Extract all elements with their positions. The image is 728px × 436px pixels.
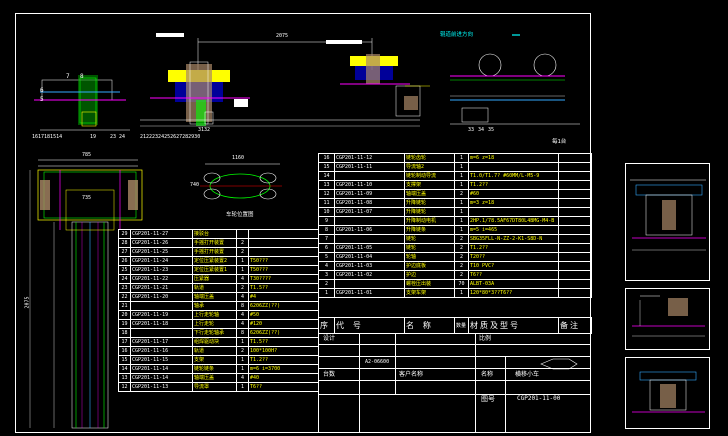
drawing-no-label: 图号 xyxy=(481,395,495,403)
company-label: 客户名称 xyxy=(399,371,424,378)
dim-small-b: 23 24 xyxy=(110,134,126,140)
plan-dim-top: 785 xyxy=(82,152,92,158)
label-35: 35 xyxy=(488,127,495,133)
title-block: 设计 比例 A2-06600 客户名称 名称 横移小车 台数 图号 CGP201… xyxy=(318,333,591,433)
logo-icon xyxy=(540,358,578,370)
dim-total-label: 2075 xyxy=(276,33,289,39)
direction-label: 辊道前进方向 xyxy=(440,32,474,38)
name-value: 横移小车 xyxy=(515,371,540,378)
label-34: 34 xyxy=(478,127,485,133)
label-5: 5 xyxy=(40,96,44,103)
label-8: 8 xyxy=(80,73,84,80)
bottom-labels-1: 1617181514 xyxy=(32,134,63,140)
remark-label: 台数 xyxy=(323,371,336,378)
wheel-caption: 车轮位置图 xyxy=(226,212,254,218)
wheel-dim: 1160 xyxy=(232,155,245,161)
project-label: A2-06600 xyxy=(365,359,390,365)
drawing-no-value: CGP201-11-00 xyxy=(517,395,561,402)
label-6: 6 xyxy=(40,87,44,94)
thumb-frame-2[interactable] xyxy=(625,288,710,350)
name-label: 名称 xyxy=(481,371,494,378)
label-33: 33 xyxy=(468,127,475,133)
title-scale-label: 比例 xyxy=(479,335,492,342)
wheel-dim-side: 740 xyxy=(190,182,200,188)
dim-small-a: 19 xyxy=(90,134,97,140)
bottom-labels-3: 3132 xyxy=(198,127,211,133)
bom-right-cell-remark xyxy=(558,288,592,298)
plan-dim-mid: 735 xyxy=(82,195,92,201)
thumb-frame-3[interactable] xyxy=(625,357,710,429)
scale-note: 每1台 xyxy=(552,139,567,145)
thumb-frame-1[interactable] xyxy=(625,163,710,281)
bottom-labels-2: 21222324252627282930 xyxy=(140,134,201,140)
title-design-label: 设计 xyxy=(323,335,336,342)
label-7: 7 xyxy=(66,73,70,80)
